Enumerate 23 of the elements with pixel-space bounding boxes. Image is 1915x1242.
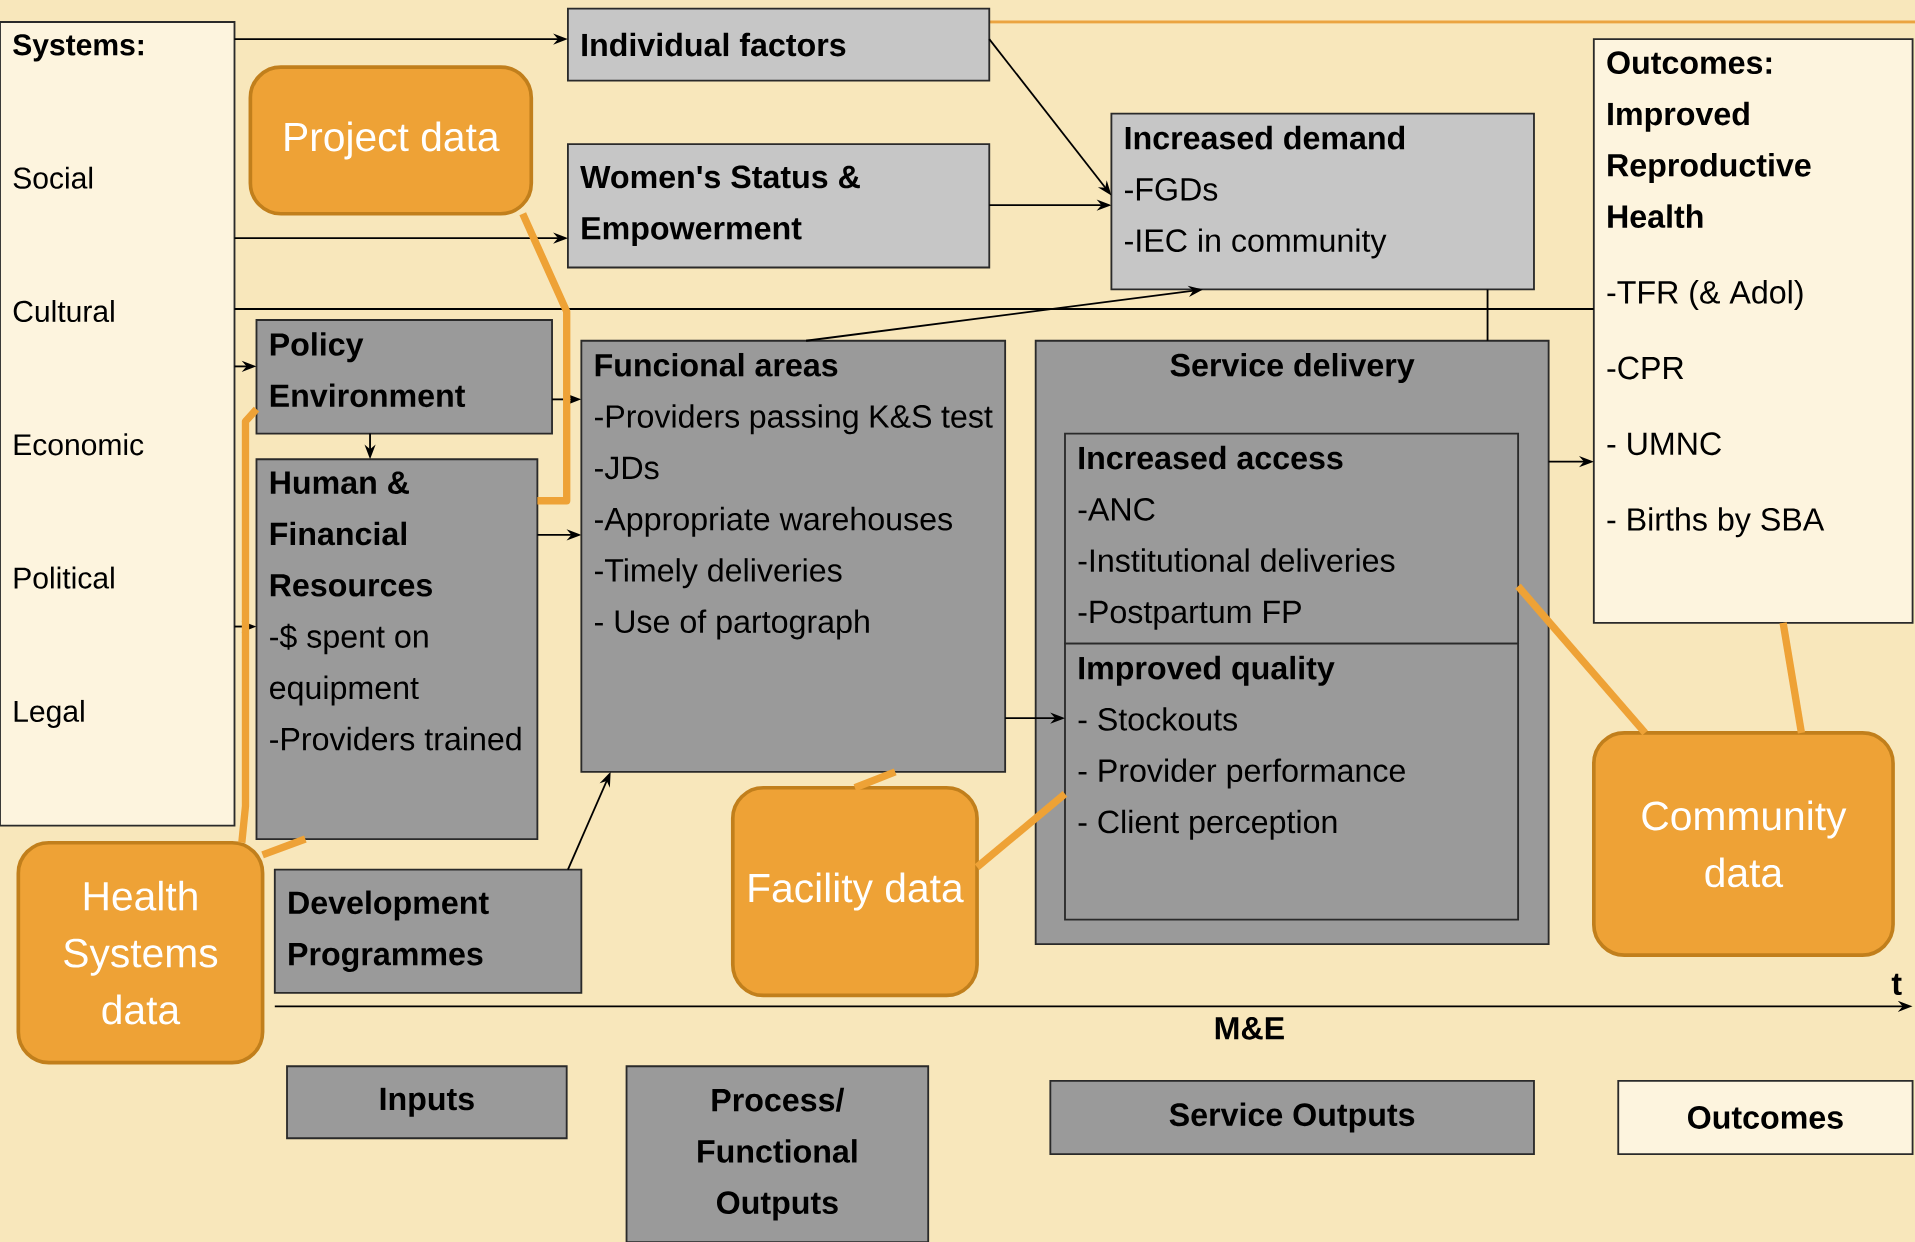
stage-box: Process/ Functional Outputs — [625, 1065, 930, 1242]
systems-box: Systems: Social Cultural Economic Political Legal — [0, 21, 236, 827]
access-box: Increased access -ANC -Institutional deliveries -Postpartum FP — [1064, 432, 1519, 645]
callout-bubble: Health Systems data — [16, 840, 265, 1065]
input-box: Policy Environment — [255, 319, 553, 435]
demand-box: Increased demand -FGDs -IEC in community — [1110, 112, 1535, 291]
stage-box: Service Outputs — [1049, 1079, 1535, 1156]
input-box: Human & Financial Resources -$ spent on equipment -Providers trained — [255, 458, 539, 840]
stage-box: Inputs — [286, 1065, 568, 1140]
callout-bubble: Project data — [248, 65, 534, 216]
connector-line — [233, 308, 1595, 310]
factor-box: Individual factors — [567, 7, 991, 82]
axis-label: t — [1891, 973, 1902, 995]
outcomes-box: Outcomes: Improved Reproductive Health -TFR (& Adol) -CPR - UMNC - Births by SBA — [1592, 38, 1914, 624]
axis-label: M&E — [1215, 1017, 1284, 1040]
factor-box: Women's Status & Empowerment — [567, 143, 991, 269]
callout-bubble: Community data — [1592, 730, 1895, 957]
callout-bubble: Facility data — [730, 785, 979, 998]
quality-box: Improved quality - Stockouts - Provider performance - Client perception — [1064, 642, 1519, 921]
connector-line — [1486, 288, 1489, 342]
stage-box: Outcomes — [1617, 1079, 1914, 1156]
input-box: Development Programmes — [273, 868, 583, 994]
functional-box: Funcional areas -Providers passing K&S test -JDs -Appropriate warehouses -Timely deliveries - Use of partograph — [580, 339, 1007, 773]
